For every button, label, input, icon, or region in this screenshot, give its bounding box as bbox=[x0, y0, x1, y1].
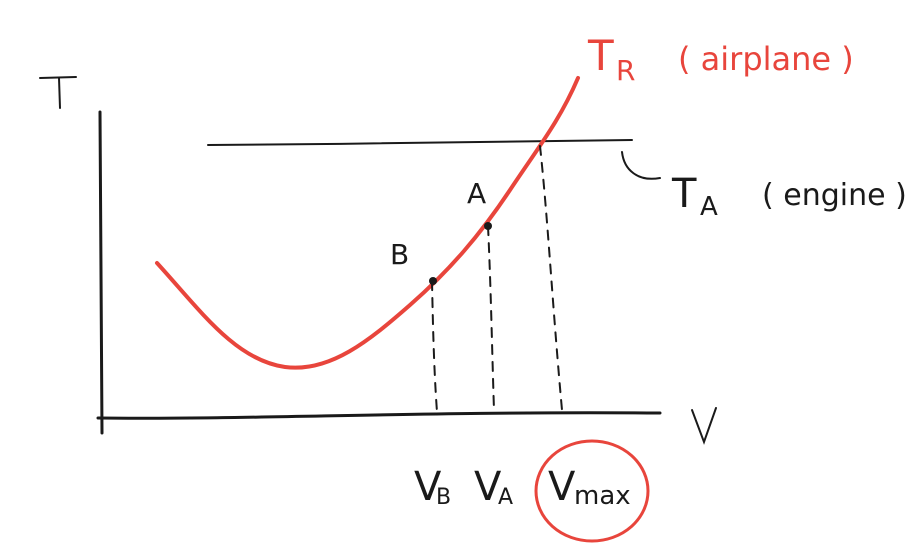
v-a-dropline bbox=[487, 225, 495, 411]
v-b-label: V B bbox=[414, 464, 451, 510]
thrust-available-main: T bbox=[671, 171, 697, 217]
thrust-required-sub: R bbox=[616, 54, 635, 87]
thrust-available-label: T A ( engine ) bbox=[671, 171, 907, 222]
x-axis bbox=[96, 411, 662, 420]
thrust-required-note: ( airplane ) bbox=[678, 40, 854, 78]
thrust-available-leader bbox=[621, 151, 661, 180]
v-max-highlight-circle bbox=[534, 439, 650, 543]
v-b-main: V bbox=[414, 464, 442, 510]
v-b-sub: B bbox=[436, 485, 451, 510]
v-max-sub: max bbox=[574, 481, 631, 511]
x-axis-label-glyph bbox=[691, 407, 717, 445]
y-axis bbox=[98, 110, 104, 435]
thrust-required-main: T bbox=[587, 31, 614, 80]
v-max-main: V bbox=[548, 464, 576, 510]
v-a-label: V A bbox=[474, 464, 513, 510]
thrust-available-note: ( engine ) bbox=[762, 178, 907, 213]
thrust-available-line bbox=[207, 139, 633, 146]
point-a-marker bbox=[484, 222, 492, 230]
thrust-available-sub: A bbox=[700, 192, 718, 222]
v-a-sub: A bbox=[498, 485, 513, 510]
v-max-dropline bbox=[539, 145, 563, 411]
v-b-dropline bbox=[431, 280, 438, 413]
point-a-label: A bbox=[467, 177, 486, 210]
thrust-required-curve bbox=[155, 76, 580, 370]
y-axis-label-glyph bbox=[39, 76, 77, 109]
point-b-label: B bbox=[390, 238, 409, 271]
v-max-label: V max bbox=[548, 464, 631, 511]
v-a-main: V bbox=[474, 464, 502, 510]
point-b-marker bbox=[429, 277, 437, 285]
thrust-required-label: T R ( airplane ) bbox=[587, 31, 854, 87]
